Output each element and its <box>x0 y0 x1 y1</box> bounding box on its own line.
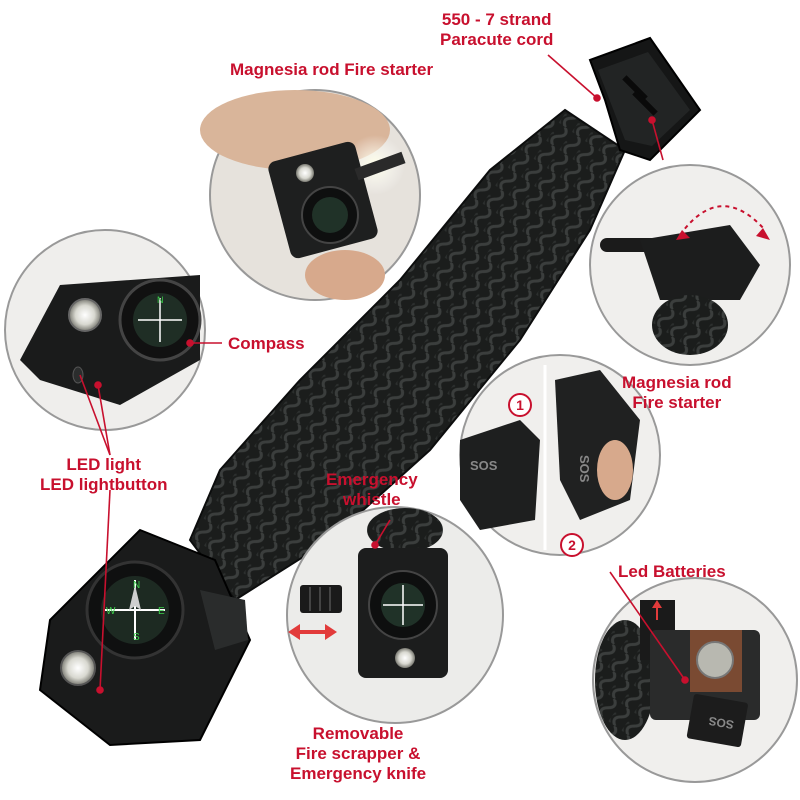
step-badge-2: 2 <box>560 533 584 557</box>
label-led: LED light LED lightbutton <box>40 455 167 495</box>
svg-text:N: N <box>157 295 164 305</box>
label-fire-starter-top: Magnesia rod Fire starter <box>230 60 434 79</box>
label-fire-starter-right-line1: Magnesia rod <box>622 373 732 392</box>
leader-lines <box>79 54 689 694</box>
inset-compass-led: N <box>4 229 206 431</box>
step-number-2: 2 <box>568 537 576 553</box>
bracelet: N E S W <box>38 36 702 747</box>
svg-text:N: N <box>133 580 140 591</box>
label-compass: Compass <box>228 334 305 353</box>
sos-engraving-battery: SOS <box>708 714 735 732</box>
sos-engraving-left: SOS <box>470 458 498 473</box>
label-led-batteries: Led Batteries <box>618 562 726 581</box>
svg-text:S: S <box>133 632 140 643</box>
label-fire-starter-right: Magnesia rod Fire starter <box>622 373 732 413</box>
label-led-line2: LED lightbutton <box>40 475 168 494</box>
step-number-1: 1 <box>516 397 524 413</box>
bottom-compass-housing: N E S W <box>38 528 252 747</box>
label-knife-line3: Emergency knife <box>290 764 427 783</box>
label-paracord-line2: Paracute cord <box>440 30 554 49</box>
svg-text:W: W <box>106 606 116 617</box>
label-whistle: Emergency whistle <box>326 470 418 510</box>
label-paracord-line1: 550 - 7 strand <box>441 10 552 29</box>
label-led-line1: LED light <box>66 455 142 474</box>
label-whistle-line2: whistle <box>343 490 401 509</box>
top-buckle <box>588 36 702 162</box>
inset-emergency-whistle <box>286 506 504 724</box>
label-knife: Removable Fire scrapper & Emergency knif… <box>290 724 426 784</box>
label-paracord: 550 - 7 strand Paracute cord <box>440 10 553 50</box>
inset-fire-starter-right <box>589 164 791 366</box>
label-fire-starter-right-line2: Fire starter <box>632 393 722 412</box>
label-knife-line1: Removable <box>312 724 404 743</box>
inset-fire-starter-top <box>200 89 421 301</box>
label-whistle-line1: Emergency <box>326 470 418 489</box>
step-badge-1: 1 <box>508 393 532 417</box>
sos-engraving-right: SOS <box>577 455 592 483</box>
inset-led-batteries: SOS <box>592 577 798 783</box>
label-knife-line2: Fire scrapper & <box>295 744 421 763</box>
svg-text:E: E <box>158 606 165 617</box>
